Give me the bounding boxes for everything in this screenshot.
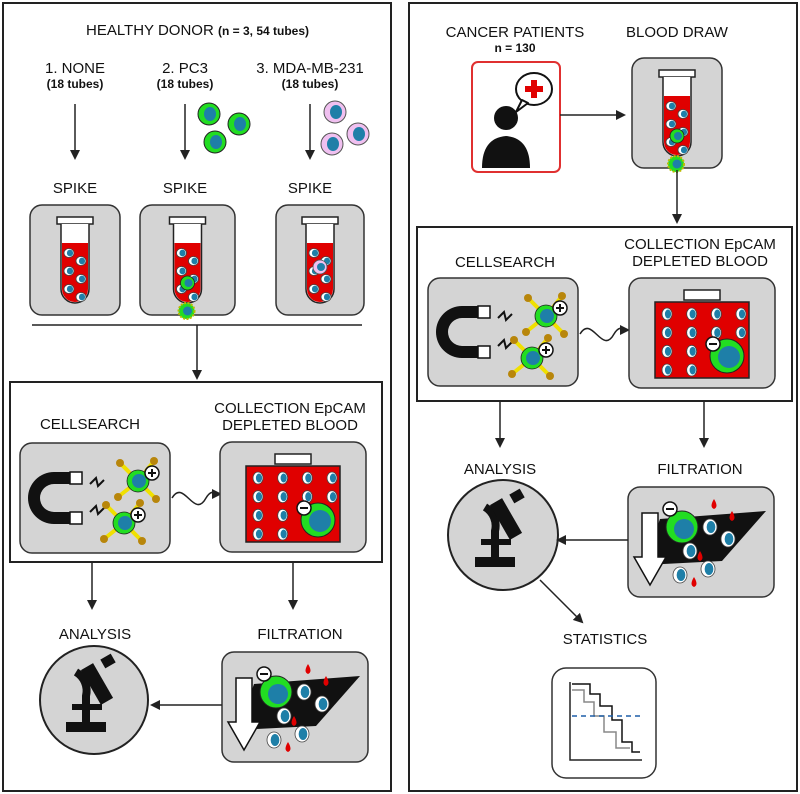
condition-none-tubes: (18 tubes) (46, 77, 104, 91)
left-cellsearch-box (19, 442, 222, 554)
right-microscope-circle (447, 479, 559, 591)
tube-box-pc3 (139, 204, 236, 320)
right-filtration-box (627, 486, 775, 598)
left-process-box (9, 381, 383, 563)
tube-box-none (29, 204, 121, 316)
blood-draw-tube-box (631, 57, 723, 173)
condition-none-name: 1. NONE (44, 60, 105, 77)
statistics-label: STATISTICS (562, 631, 648, 648)
arrow-analysis-to-statistics (539, 579, 584, 624)
cancer-patients-label: CANCER PATIENTS n = 130 (440, 24, 590, 55)
patient-icon-box (471, 61, 561, 173)
condition-mda-name: 3. MDA-MB-231 (256, 60, 364, 77)
blood-draw-label: BLOOD DRAW (626, 24, 728, 41)
spike-label-2: SPIKE (162, 180, 208, 197)
left-collection-line2: DEPLETED BLOOD (222, 417, 358, 434)
condition-none: 1. NONE (18 tubes) (30, 60, 120, 91)
condition-pc3-name: 2. PC3 (162, 60, 208, 77)
left-analysis-label: ANALYSIS (58, 626, 132, 643)
left-collection-label: COLLECTION EpCAM DEPLETED BLOOD (200, 400, 380, 434)
right-collection-label: COLLECTION EpCAM DEPLETED BLOOD (610, 236, 790, 270)
cancer-patients-title: CANCER PATIENTS (445, 24, 585, 41)
left-cellsearch-label: CELLSEARCH (39, 416, 141, 433)
right-cellsearch-box (427, 277, 630, 387)
condition-pc3: 2. PC3 (18 tubes) (140, 60, 230, 91)
right-collection-line1: COLLECTION EpCAM (624, 236, 776, 253)
condition-mda-tubes: (18 tubes) (281, 77, 339, 91)
left-collection-bag-box (219, 441, 367, 553)
healthy-donor-label: HEALTHY DONOR (85, 22, 214, 39)
right-process-box (416, 226, 793, 402)
healthy-donor-count: (n = 3, 54 tubes) (217, 24, 309, 38)
cancer-patients-n: n = 130 (494, 41, 536, 55)
healthy-donor-title: HEALTHY DONOR (n = 3, 54 tubes) (0, 22, 395, 39)
spike-label-1: SPIKE (52, 180, 98, 197)
right-filtration-label: FILTRATION (657, 461, 743, 478)
mda-cells (320, 100, 370, 156)
right-collection-line2: DEPLETED BLOOD (632, 253, 768, 270)
tube-box-mda (275, 204, 365, 316)
right-collection-bag-box (628, 277, 776, 389)
right-cellsearch-label: CELLSEARCH (454, 254, 556, 271)
condition-pc3-tubes: (18 tubes) (156, 77, 214, 91)
left-collection-line1: COLLECTION EpCAM (214, 400, 366, 417)
pc3-cells (197, 102, 251, 154)
left-filtration-box (221, 651, 369, 763)
left-filtration-label: FILTRATION (257, 626, 343, 643)
right-analysis-label: ANALYSIS (463, 461, 537, 478)
spike-label-3: SPIKE (287, 180, 333, 197)
condition-mda: 3. MDA-MB-231 (18 tubes) (250, 60, 370, 91)
statistics-plot-icon (551, 667, 657, 779)
left-microscope-circle (39, 645, 149, 755)
